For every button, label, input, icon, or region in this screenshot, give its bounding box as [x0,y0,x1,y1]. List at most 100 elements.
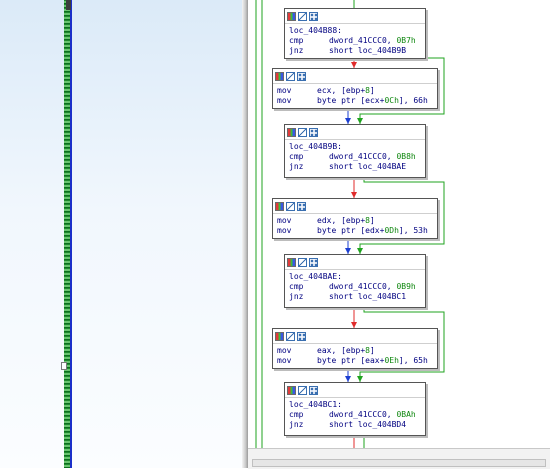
instruction-mnemonic: mov [277,96,292,105]
code-label[interactable]: loc_404B9B: [289,142,342,151]
edge-true-arrow [357,118,363,124]
graph-icon[interactable] [309,127,318,137]
edge-true-branch [359,306,445,382]
immediate-value: 8 [365,346,370,355]
code-line[interactable]: mov byte ptr [ecx+0Ch], 66h [277,96,434,106]
instruction-operand-tail: ], 66h [398,96,428,105]
instruction-operands[interactable]: byte ptr [ecx+ [317,96,385,105]
code-line[interactable]: loc_404BC1: [289,400,422,410]
color-icon[interactable] [275,71,284,81]
instruction-operands[interactable]: ecx, [ebp+ [317,86,366,95]
instruction-mnemonic: mov [277,226,292,235]
chart-icon[interactable] [298,11,307,21]
edge-unconditional-arrow [345,248,351,254]
chart-icon[interactable] [286,71,295,81]
horizontal-scrollbar[interactable] [252,459,546,467]
edge-unconditional-arrow [345,118,351,124]
instruction-operands[interactable]: byte ptr [edx+ [317,226,385,235]
code-line[interactable]: loc_404B9B: [289,142,422,152]
overview-viewport-marker[interactable] [61,362,67,370]
code-line[interactable]: loc_404B88: [289,26,422,36]
instruction-operands[interactable]: dword_41CCC0, [329,282,397,291]
node-header-toolbar [285,9,425,24]
chart-icon[interactable] [298,257,307,267]
instruction-operands[interactable]: eax, [ebp+ [317,346,366,355]
edge-unconditional-arrow [345,376,351,382]
graph-icon[interactable] [309,385,318,395]
graph-overview-pane[interactable] [0,0,242,468]
immediate-value: 0B9h [396,282,416,291]
instruction-mnemonic: jnz [289,420,304,429]
instruction-operands[interactable]: short loc_404BC1 [329,292,407,301]
instruction-operands[interactable]: dword_41CCC0, [329,152,397,161]
instruction-operands[interactable]: short loc_404BD4 [329,420,407,429]
chart-icon[interactable] [298,127,307,137]
instruction-operands[interactable]: dword_41CCC0, [329,36,397,45]
color-icon[interactable] [287,127,296,137]
color-icon[interactable] [275,201,284,211]
code-label[interactable]: loc_404BC1: [289,400,342,409]
color-icon[interactable] [287,11,296,21]
graph-icon[interactable] [309,11,318,21]
instruction-operands[interactable]: byte ptr [eax+ [317,356,385,365]
color-icon[interactable] [275,331,284,341]
code-line[interactable]: loc_404BAE: [289,272,422,282]
instruction-operands[interactable]: dword_41CCC0, [329,410,397,419]
immediate-value: 0B8h [396,152,416,161]
bottom-scroll-area [248,448,550,469]
chart-icon[interactable] [298,385,307,395]
graph-icon[interactable] [297,331,306,341]
code-label[interactable]: loc_404BAE: [289,272,342,281]
graph-icon[interactable] [297,71,306,81]
color-icon[interactable] [287,257,296,267]
edge-true-arrow [357,248,363,254]
graph-icon[interactable] [297,201,306,211]
instruction-operand-tail: ], 65h [398,356,428,365]
instruction-mnemonic: cmp [289,36,304,45]
edge-false-arrow [351,62,357,68]
graph-overview-strip[interactable] [64,0,72,468]
instruction-operand-tail: ], 53h [398,226,428,235]
chart-icon[interactable] [286,331,295,341]
color-icon[interactable] [287,385,296,395]
immediate-value: 0BAh [396,410,416,419]
node-header-toolbar [273,69,437,84]
code-label[interactable]: loc_404B88: [289,26,342,35]
chart-icon[interactable] [286,201,295,211]
immediate-value: 0Ch [384,96,399,105]
node-header-toolbar [273,199,437,214]
instruction-operands[interactable]: short loc_404B9B [329,46,407,55]
instruction-operand-tail: ] [370,216,375,225]
edge-true-branch [359,176,445,254]
pane-splitter[interactable] [242,0,248,468]
edge-true-arrow [357,376,363,382]
graph-icon[interactable] [309,257,318,267]
code-line[interactable]: jnz short loc_404BD4 [289,420,422,430]
instruction-operands[interactable]: edx, [ebp+ [317,216,366,225]
instruction-operands[interactable]: short loc_404BAE [329,162,407,171]
instruction-operand-tail: ] [370,346,375,355]
